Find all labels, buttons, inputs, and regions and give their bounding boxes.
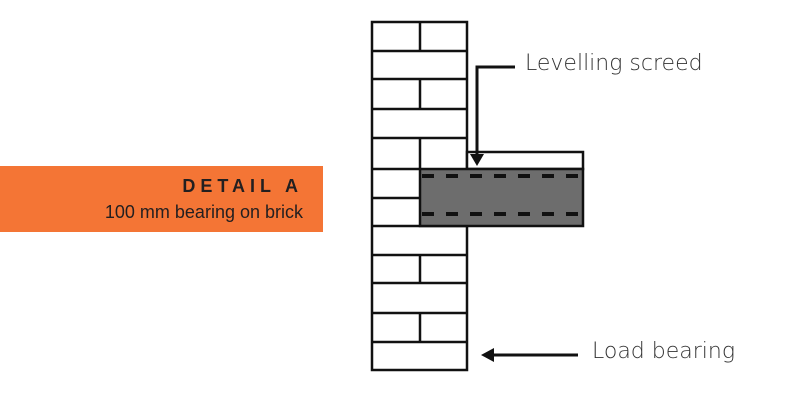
screed-arrowhead	[470, 154, 484, 166]
detail-banner: DETAIL A 100 mm bearing on brick	[0, 166, 323, 232]
reinforcement-lines	[422, 174, 583, 216]
label-levelling-screed: Levelling screed	[525, 51, 703, 76]
concrete-slab	[418, 167, 585, 228]
levelling-screed	[465, 150, 585, 171]
label-load-bearing: Load bearing	[592, 339, 736, 364]
detail-title: DETAIL A	[182, 176, 303, 196]
detail-subtitle: 100 mm bearing on brick	[104, 202, 303, 222]
screed-arrow	[475, 65, 515, 155]
load-arrowhead	[481, 348, 494, 362]
